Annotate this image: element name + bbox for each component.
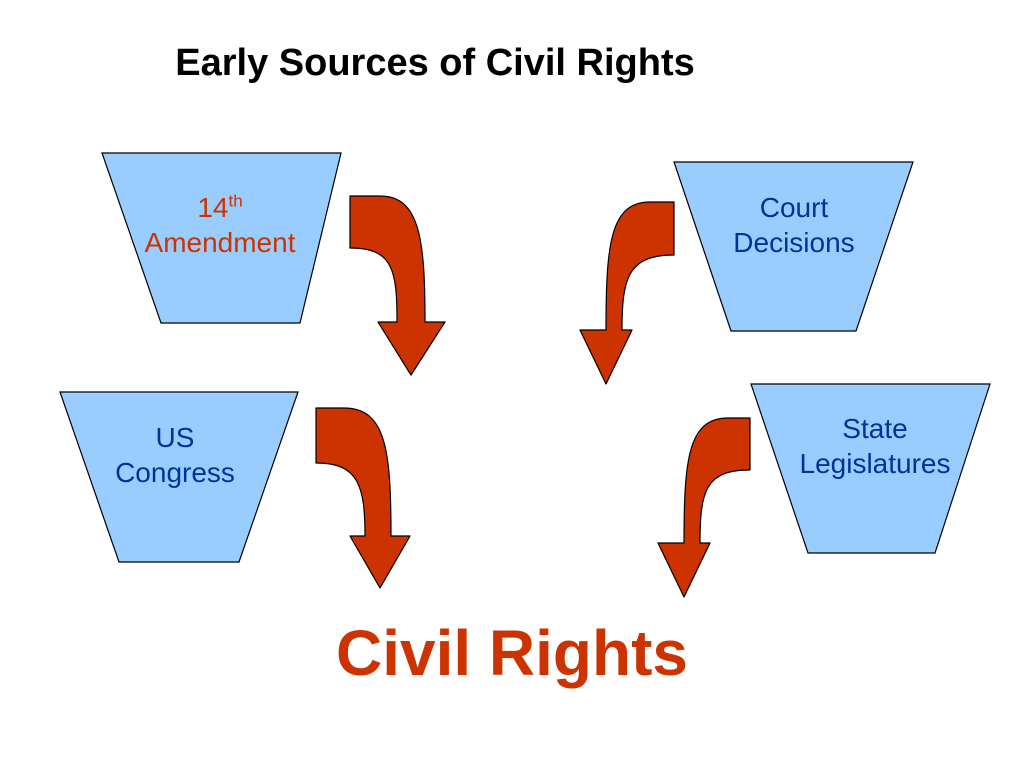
slide-title: Early Sources of Civil Rights — [175, 42, 695, 84]
arrow-from-court-decisions — [579, 201, 675, 385]
label-14th-amendment: 14th Amendment — [120, 190, 320, 260]
arrow-from-14th-amendment — [349, 195, 446, 376]
label-legislatures: Legislatures — [799, 448, 951, 479]
label-amendment: Amendment — [144, 227, 296, 258]
label-us: US — [155, 422, 195, 453]
label-14th-value: 14 — [197, 192, 229, 223]
funnel-14th-amendment — [101, 152, 342, 324]
label-congress: Congress — [115, 457, 235, 488]
arrow-from-state-legislatures — [657, 417, 751, 598]
arrow-from-us-congress — [315, 407, 411, 589]
label-us-congress: US Congress — [75, 420, 275, 490]
label-court-decisions: Court Decisions — [694, 190, 894, 260]
label-court: Court — [759, 192, 829, 223]
funnel-state-legislatures — [750, 383, 991, 554]
label-14th-superscript: th — [228, 191, 243, 211]
label-state: State — [842, 413, 908, 444]
label-decisions: Decisions — [733, 227, 855, 258]
funnel-us-congress — [59, 391, 299, 563]
civil-rights-result: Civil Rights — [335, 617, 689, 689]
label-state-legislatures: State Legislatures — [770, 411, 980, 481]
label-14th-number: 14th — [120, 190, 320, 225]
funnel-court-decisions — [673, 161, 914, 332]
